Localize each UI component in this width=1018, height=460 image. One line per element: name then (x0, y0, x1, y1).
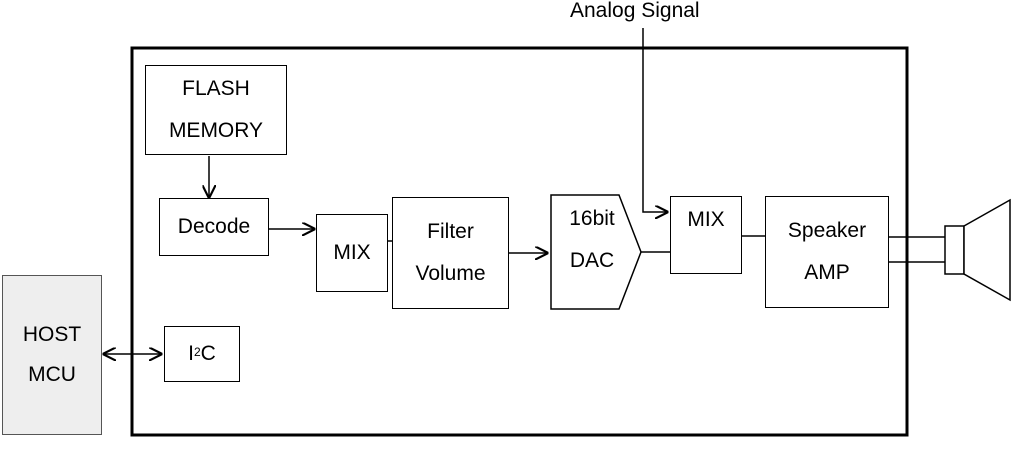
mix-label-2: MIX (687, 208, 725, 231)
decode-block: Decode (159, 198, 269, 256)
amp-label: AMP (804, 261, 850, 284)
filter-label: Filter (427, 220, 474, 243)
volume-label: Volume (415, 262, 486, 285)
host-label: HOST (22, 323, 82, 346)
speaker-amp-block: Speaker AMP (765, 196, 889, 308)
filter-volume-block: Filter Volume (392, 197, 509, 309)
speaker-icon (944, 198, 1011, 302)
mcu-label: MCU (28, 363, 76, 386)
mix-label-1: MIX (333, 241, 371, 264)
flash-memory-label-line1: FLASH (182, 77, 250, 100)
i2c-block: I2C (164, 326, 240, 382)
chip-boundary (130, 46, 909, 437)
dac-block (550, 194, 642, 310)
decode-label: Decode (177, 215, 251, 238)
analog-signal-arrow (642, 28, 667, 212)
i2c-label: I2C (188, 342, 216, 365)
mix-block-1: MIX (316, 214, 388, 292)
speaker-label: Speaker (787, 219, 867, 242)
host-mcu-block: HOST MCU (2, 275, 102, 435)
dac-label-line2: DAC (569, 249, 615, 272)
flash-memory-block: FLASH MEMORY (145, 65, 287, 155)
analog-signal-label: Analog Signal (570, 0, 700, 22)
mix-block-2: MIX (670, 196, 742, 274)
i2c-superscript: 2 (193, 345, 201, 359)
flash-memory-label-line2: MEMORY (168, 119, 264, 142)
dac-label: 16bit DAC (551, 198, 633, 282)
dac-label-line1: 16bit (569, 207, 615, 230)
